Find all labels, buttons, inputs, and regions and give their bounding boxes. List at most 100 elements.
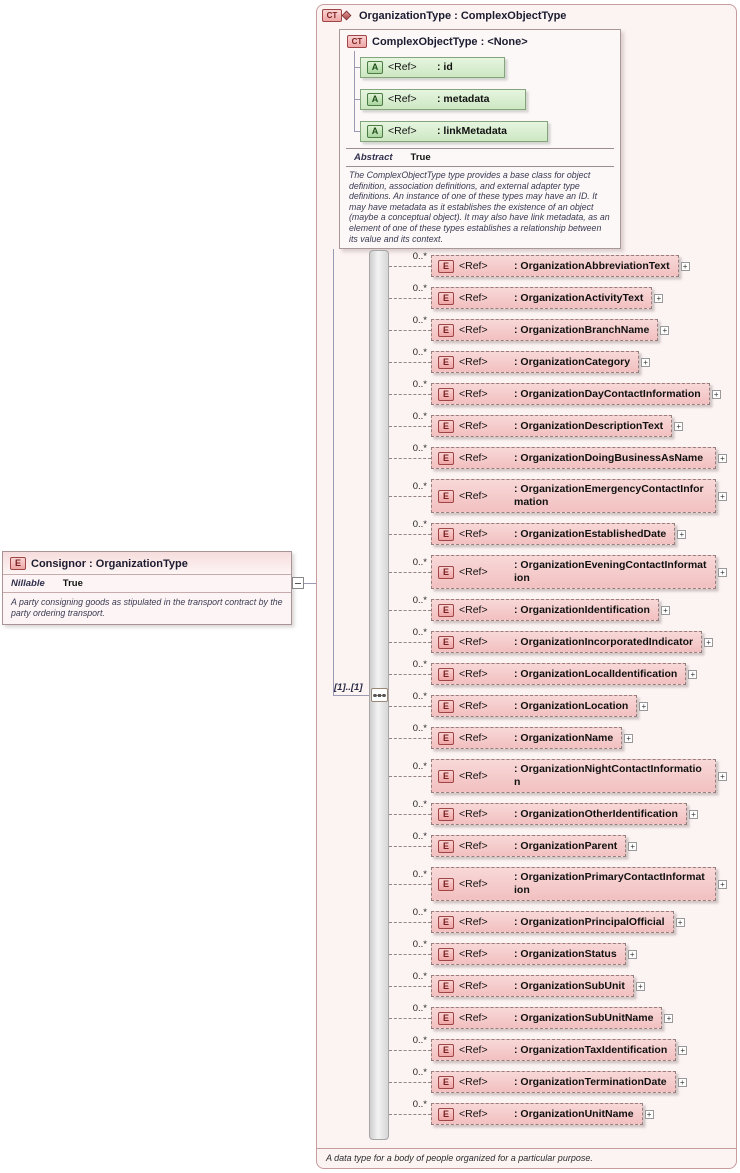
element-cardinality: 0..* — [412, 627, 427, 638]
element-box[interactable]: E <Ref> : OrganizationDayContactInformat… — [431, 383, 710, 405]
expand-icon[interactable]: + — [639, 701, 649, 711]
element-icon: E — [438, 769, 454, 783]
expand-icon[interactable]: + — [664, 1013, 674, 1023]
element-icon: E — [438, 1075, 454, 1089]
element-cardinality: 0..* — [412, 691, 427, 702]
expand-icon[interactable]: + — [711, 389, 721, 399]
element-box[interactable]: E <Ref> : OrganizationActivityText — [431, 287, 653, 309]
expand-icon[interactable]: + — [674, 421, 684, 431]
element-box[interactable]: E <Ref> : OrganizationEveningContactInfo… — [431, 555, 716, 589]
element-ref-label: <Ref> — [459, 323, 488, 336]
element-box[interactable]: E <Ref> : OrganizationNightContactInform… — [431, 759, 716, 793]
expand-icon[interactable]: + — [718, 771, 727, 781]
expand-icon[interactable]: + — [628, 841, 638, 851]
element-name: : OrganizationParent — [514, 839, 618, 852]
attribute-row-metadata[interactable]: A <Ref> : metadata — [360, 89, 526, 110]
element-box[interactable]: E <Ref> : OrganizationSubUnitName — [431, 1007, 663, 1029]
content-model-connector-line — [333, 249, 334, 695]
element-row: 0..* E <Ref> : OrganizationDescriptionTe… — [389, 411, 684, 437]
element-row: 0..* E <Ref> : OrganizationPrincipalOffi… — [389, 907, 685, 933]
expand-icon[interactable]: + — [718, 491, 727, 501]
expand-icon[interactable]: + — [680, 261, 690, 271]
element-box[interactable]: E <Ref> : OrganizationPrimaryContactInfo… — [431, 867, 716, 901]
expand-icon[interactable]: + — [718, 879, 727, 889]
element-box[interactable]: E <Ref> : OrganizationDoingBusinessAsNam… — [431, 447, 716, 469]
expand-icon[interactable]: + — [660, 605, 670, 615]
element-cardinality: 0..* — [412, 443, 427, 454]
element-box[interactable]: E <Ref> : OrganizationTaxIdentification — [431, 1039, 677, 1061]
element-row: 0..* E <Ref> : OrganizationDayContactInf… — [389, 379, 721, 405]
element-row: 0..* E <Ref> : OrganizationLocation + — [389, 691, 649, 717]
expand-icon[interactable]: + — [704, 637, 714, 647]
expand-icon[interactable]: + — [635, 981, 645, 991]
expand-icon[interactable]: + — [644, 1109, 654, 1119]
element-connector-line — [389, 609, 431, 611]
element-box[interactable]: E <Ref> : OrganizationName — [431, 727, 623, 749]
element-name: : OrganizationTerminationDate — [514, 1075, 667, 1088]
expand-icon[interactable]: + — [627, 949, 637, 959]
element-box[interactable]: E <Ref> : OrganizationTerminationDate — [431, 1071, 676, 1093]
element-icon: E — [438, 603, 454, 617]
expand-icon[interactable]: + — [641, 357, 651, 367]
element-ref-label: <Ref> — [459, 947, 488, 960]
element-cardinality: 0..* — [412, 1067, 427, 1078]
organization-type-panel: CT OrganizationType : ComplexObjectType … — [316, 4, 737, 1169]
element-ref-label: <Ref> — [459, 807, 488, 820]
complex-object-type-box[interactable]: CT ComplexObjectType : <None> A <Ref> : … — [339, 29, 621, 249]
element-ref-label: <Ref> — [459, 291, 488, 304]
element-box[interactable]: E <Ref> : OrganizationSubUnit — [431, 975, 634, 997]
collapse-handle-icon[interactable] — [292, 577, 304, 589]
element-box[interactable]: E <Ref> : OrganizationOtherIdentificatio… — [431, 803, 687, 825]
attribute-row-id[interactable]: A <Ref> : id — [360, 57, 505, 78]
expand-icon[interactable]: + — [718, 567, 727, 577]
element-box[interactable]: E <Ref> : OrganizationBranchName — [431, 319, 659, 341]
element-name: : OrganizationAbbreviationText — [514, 259, 670, 272]
element-icon: E — [438, 565, 454, 579]
element-icon: E — [438, 807, 454, 821]
expand-icon[interactable]: + — [678, 1045, 688, 1055]
element-ref-label: <Ref> — [459, 699, 488, 712]
element-connector-line — [389, 329, 431, 331]
element-box[interactable]: E <Ref> : OrganizationUnitName — [431, 1103, 643, 1125]
element-box[interactable]: E <Ref> : OrganizationCategory — [431, 351, 640, 373]
element-box[interactable]: E <Ref> : OrganizationIdentification — [431, 599, 659, 621]
element-ref-label: <Ref> — [459, 1107, 488, 1120]
element-connector-line — [389, 673, 431, 675]
expand-icon[interactable]: + — [654, 293, 664, 303]
element-icon: E — [438, 291, 454, 305]
element-box[interactable]: E <Ref> : OrganizationLocation — [431, 695, 638, 717]
expand-icon[interactable]: + — [688, 809, 698, 819]
element-name: : OrganizationIncorporatedIndicator — [514, 635, 694, 648]
expand-icon[interactable]: + — [624, 733, 634, 743]
element-name: : OrganizationName — [514, 731, 614, 744]
consignor-element-box[interactable]: E Consignor : OrganizationType Nillable … — [2, 551, 292, 626]
attribute-row-linkmetadata[interactable]: A <Ref> : linkMetadata — [360, 121, 548, 142]
element-row: 0..* E <Ref> : OrganizationSubUnitName + — [389, 1003, 674, 1029]
element-box[interactable]: E <Ref> : OrganizationIncorporatedIndica… — [431, 631, 703, 653]
element-box[interactable]: E <Ref> : OrganizationAbbreviationText — [431, 255, 679, 277]
expand-icon[interactable]: + — [677, 529, 687, 539]
element-box[interactable]: E <Ref> : OrganizationStatus — [431, 943, 626, 965]
element-cardinality: 0..* — [412, 1035, 427, 1046]
element-cardinality: 0..* — [412, 723, 427, 734]
expand-icon[interactable]: + — [677, 1077, 687, 1087]
attribute-icon: A — [367, 61, 383, 74]
expand-icon[interactable]: + — [660, 325, 670, 335]
element-box[interactable]: E <Ref> : OrganizationEstablishedDate — [431, 523, 676, 545]
element-box[interactable]: E <Ref> : OrganizationLocalIdentificatio… — [431, 663, 687, 685]
element-connector-line — [389, 985, 431, 987]
element-ref-label: <Ref> — [459, 769, 488, 782]
element-box[interactable]: E <Ref> : OrganizationEmergencyContactIn… — [431, 479, 716, 513]
element-connector-line — [389, 775, 431, 777]
attribute-ref-label: <Ref> — [388, 93, 417, 105]
element-box[interactable]: E <Ref> : OrganizationDescriptionText — [431, 415, 673, 437]
expand-icon[interactable]: + — [675, 917, 685, 927]
element-box[interactable]: E <Ref> : OrganizationParent — [431, 835, 627, 857]
sequence-icon[interactable] — [371, 688, 388, 702]
attribute-connector-stub — [354, 67, 361, 68]
element-cardinality: 0..* — [412, 907, 427, 918]
expand-icon[interactable]: + — [718, 453, 727, 463]
element-name: : OrganizationPrimaryContactInformation — [514, 871, 705, 896]
expand-icon[interactable]: + — [688, 669, 698, 679]
element-box[interactable]: E <Ref> : OrganizationPrincipalOfficial — [431, 911, 674, 933]
